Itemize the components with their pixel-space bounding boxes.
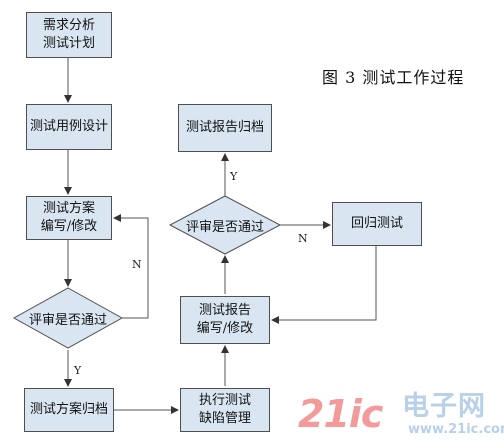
node-execute-test: 执行测试 缺陷管理: [180, 388, 270, 432]
node-report-edit: 测试报告 编写/修改: [180, 296, 270, 344]
node-report-edit-label: 测试报告 编写/修改: [196, 303, 254, 336]
edge-label-n2: N: [298, 232, 308, 245]
edge-label-y2: Y: [230, 170, 238, 183]
node-test-case-design: 测试用例设计: [26, 104, 112, 150]
watermark-url: www.21ic.com: [408, 422, 504, 437]
node-test-plan-archive-label: 测试方案归档: [29, 402, 108, 417]
node-report-archive-label: 测试报告归档: [185, 120, 264, 135]
edge-regress-reportedit: [271, 246, 377, 324]
edge-label-n1: N: [132, 258, 142, 271]
node-test-plan-edit: 测试方案 编写/修改: [26, 196, 112, 240]
node-execute-test-label: 执行测试 缺陷管理: [198, 393, 251, 426]
diamond-review2: [168, 195, 282, 255]
diamond-review1: [12, 287, 124, 349]
figure-caption: 图 3 测试工作过程: [322, 68, 465, 87]
node-review1-label: 评审是否通过: [28, 312, 107, 328]
watermark-number: 21ic: [298, 392, 383, 436]
node-test-plan-archive: 测试方案归档: [24, 388, 114, 432]
node-requirement-analysis-label: 需求分析 测试计划: [42, 18, 95, 51]
node-test-case-design-label: 测试用例设计: [29, 119, 108, 134]
node-report-archive: 测试报告归档: [178, 104, 272, 152]
edge-review1-no: [113, 214, 149, 319]
watermark-text: 电子网: [402, 391, 486, 422]
node-regression-test-label: 回归测试: [350, 216, 403, 231]
node-regression-test: 回归测试: [332, 202, 422, 246]
node-review2-label: 评审是否通过: [185, 219, 264, 235]
node-requirement-analysis: 需求分析 测试计划: [26, 12, 112, 58]
edge-label-y1: Y: [74, 364, 82, 377]
watermark-logo: 21ic 电子网 www.21ic.com: [298, 391, 504, 442]
node-test-plan-edit-label: 测试方案 编写/修改: [40, 201, 98, 234]
